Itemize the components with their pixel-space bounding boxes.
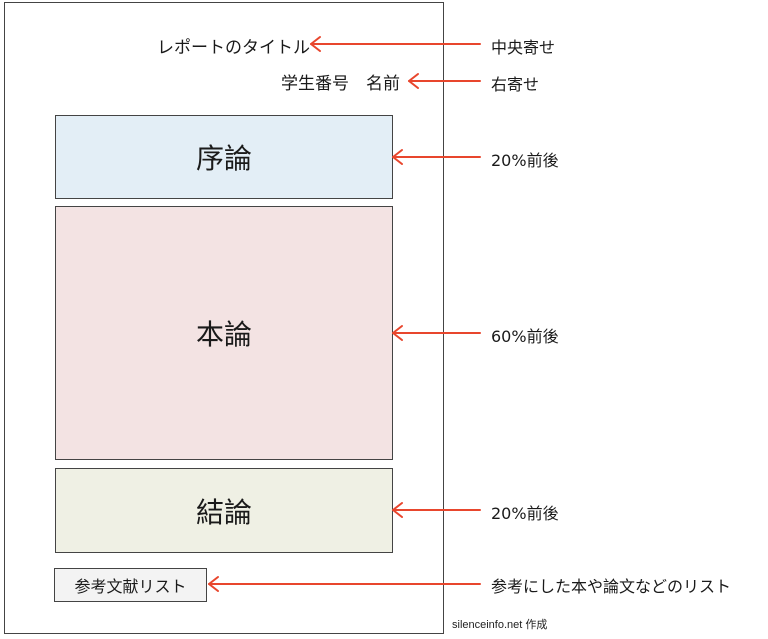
report-title: レポートのタイトル [157,38,310,58]
annotation-main: 60%前後 [491,327,559,346]
section-intro-label: 序論 [195,142,252,175]
section-main: 本論 [55,206,393,460]
annotation-references: 参考にした本や論文などのリスト [491,577,732,596]
annotation-author: 右寄せ [491,75,540,94]
author-line: 学生番号 名前 [281,74,400,94]
annotation-intro: 20%前後 [491,151,559,170]
credit-text: silenceinfo.net 作成 [452,619,548,631]
section-conclusion-label: 結論 [195,495,252,529]
section-conclusion: 結論 [55,468,393,553]
section-main-label: 本論 [195,318,252,351]
annotation-title: 中央寄せ [491,38,556,57]
references-box: 参考文献リスト [54,568,207,602]
references-label: 参考文献リスト [74,577,187,596]
section-intro: 序論 [55,115,393,199]
annotation-conclusion: 20%前後 [491,504,559,523]
